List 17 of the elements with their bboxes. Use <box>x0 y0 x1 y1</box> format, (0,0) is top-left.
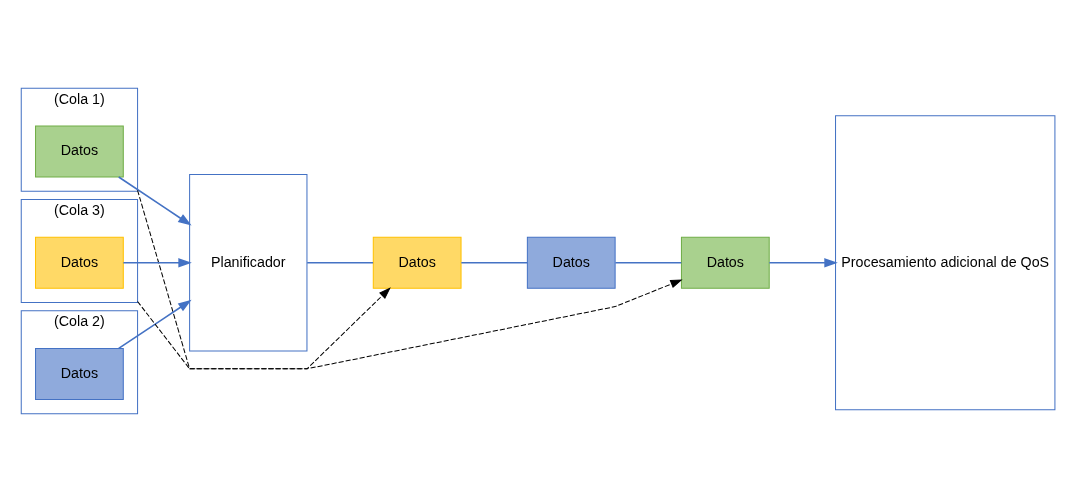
node-box: Datos <box>35 125 124 178</box>
node-box: Datos <box>680 236 770 289</box>
arrow <box>117 299 192 350</box>
arrow <box>137 189 683 370</box>
arrow <box>768 258 838 268</box>
node-box: Datos <box>526 236 616 289</box>
node-box: Datos <box>372 236 462 289</box>
arrow <box>117 176 192 226</box>
arrow <box>137 287 391 370</box>
node-box: Procesamiento adicional de QoS <box>835 115 1056 411</box>
node-box: Datos <box>35 347 124 400</box>
connector <box>306 261 374 264</box>
node-box: Planificador <box>189 173 308 352</box>
arrow <box>122 258 192 268</box>
connector <box>614 261 683 264</box>
node-box: Datos <box>35 236 124 289</box>
connector <box>460 261 529 264</box>
